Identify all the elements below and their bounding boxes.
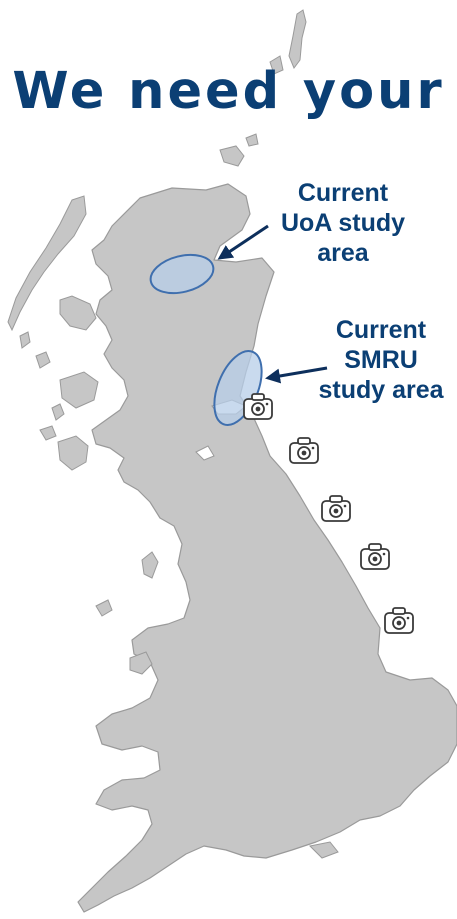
label-line: area	[317, 239, 369, 267]
uoa-study-area	[149, 253, 215, 295]
smru-study-area-label: Current SMRU study area	[305, 315, 457, 405]
label-line: study area	[318, 376, 444, 404]
camera-icon	[360, 543, 390, 570]
camera-icon	[321, 495, 351, 522]
uoa-arrow	[217, 224, 269, 260]
northern-isles	[219, 9, 307, 167]
label-line: UoA study	[280, 209, 406, 237]
camera-icon	[384, 607, 414, 634]
smru-arrow	[265, 366, 328, 384]
uoa-study-area-label: Current UoA study area	[268, 178, 418, 268]
headline: We need your	[12, 62, 445, 121]
small-islands	[95, 551, 339, 859]
label-line: SMRU	[344, 346, 418, 374]
camera-icon	[289, 437, 319, 464]
label-line: Current	[297, 179, 389, 207]
label-line: Current	[335, 316, 427, 344]
great-britain-mainland	[77, 183, 457, 913]
western-isles	[7, 195, 99, 471]
